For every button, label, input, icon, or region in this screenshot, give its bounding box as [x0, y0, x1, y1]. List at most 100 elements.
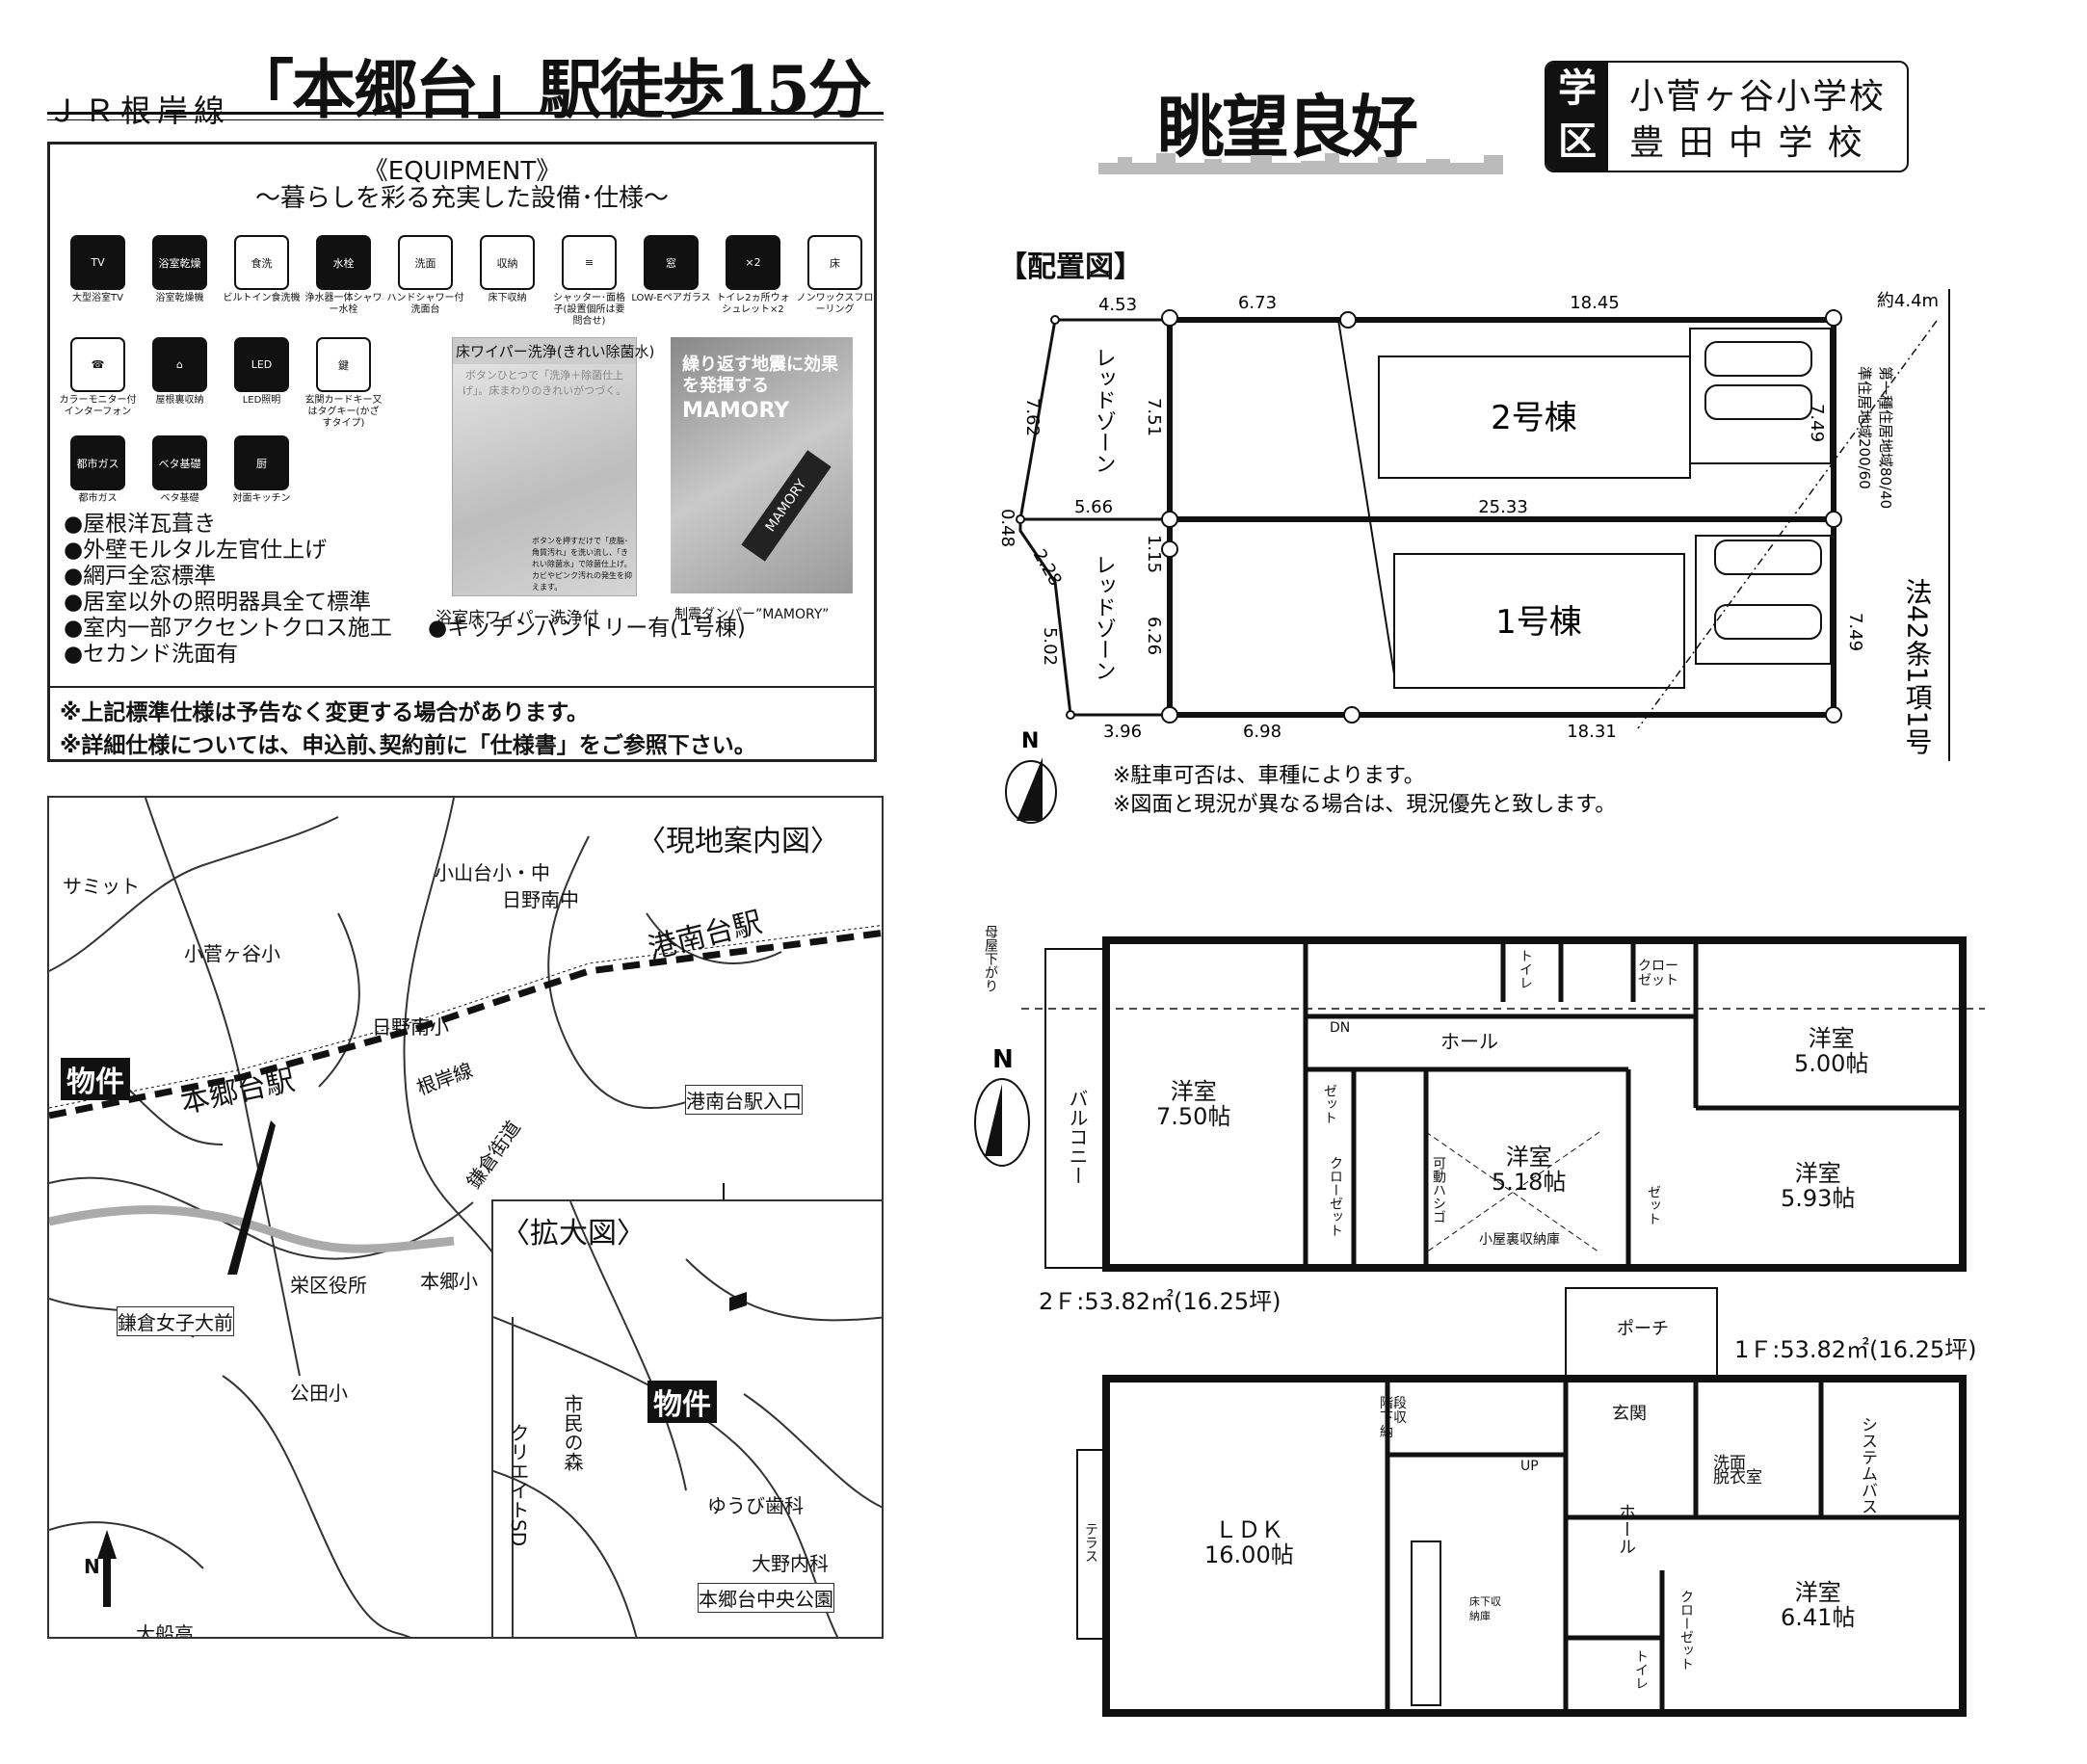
line-name: ＪＲ根岸線	[47, 92, 231, 129]
equipment-subtitle: ～暮らしを彩る充実した設備･仕様～	[254, 184, 669, 213]
dimension: 7.49	[1845, 613, 1865, 651]
equipment-label: 大型浴室TV	[72, 293, 123, 303]
room-label: 洋室 5.00帖	[1794, 1025, 1869, 1077]
dimension: 4.53	[1098, 295, 1137, 315]
zoning-label: 第一種住居地域80/40	[1877, 366, 1894, 509]
inset-roads	[493, 1201, 882, 1637]
floor-2-area: 2Ｆ:53.82㎡(16.25坪)	[1039, 1288, 1281, 1315]
dimension: 6.98	[1243, 722, 1281, 742]
road-width: 約4.4m	[1877, 291, 1939, 311]
skyline-graphic	[1098, 153, 1503, 174]
site-note: ※図面と現況が異なる場合は、現況優先と致します。	[1113, 793, 1616, 817]
room-label: 洗面 脱衣室	[1713, 1454, 1762, 1488]
equipment-label: ハンドシャワー付洗面台	[386, 293, 464, 315]
red-zone-label: レッドゾーン	[1092, 347, 1116, 474]
dimension: 2.28	[1029, 546, 1066, 590]
room-label: ポーチ	[1617, 1319, 1669, 1339]
floor-1-area: 1Ｆ:53.82㎡(16.25坪)	[1734, 1336, 1977, 1363]
equipment-icon: ☎	[70, 337, 125, 392]
dimension: 0.48	[997, 509, 1017, 547]
closet-label: クローゼット	[1678, 1590, 1694, 1671]
room-label: 可動ハシゴ	[1431, 1156, 1446, 1224]
map-label: 本郷台中央公園	[698, 1583, 834, 1613]
equipment-icon: LED	[234, 337, 289, 392]
equipment-label: LOW-Eペアガラス	[631, 293, 711, 303]
mamory-photo: 繰り返す地震に効果を発揮する MAMORY MAMORY	[671, 337, 853, 593]
closet-label: ゼット	[1646, 1185, 1661, 1225]
zoning-label: 準住居地域200/60	[1856, 366, 1873, 489]
equipment-icon: ×2	[726, 235, 780, 290]
room-label: クローゼット	[1638, 959, 1678, 988]
divider	[50, 686, 874, 688]
building-1-label: 1号棟	[1495, 603, 1582, 642]
elementary-school: 小菅ヶ谷小学校	[1629, 77, 1887, 117]
storage-label: 床下収納庫	[1469, 1595, 1501, 1622]
wiper-heading: 床ワイパー洗浄(きれい除菌水)	[453, 338, 654, 364]
equipment-label: 床下収納	[488, 293, 527, 303]
inset-map: 〈拡大図〉 物件 市民の森 クリエイトSD ゆうび歯科 大野内科 本郷台中央公園	[491, 1199, 882, 1637]
map-label: 港南台駅入口	[685, 1085, 803, 1115]
map-label: 市民の森	[561, 1394, 584, 1471]
equipment-label: 都市ガス	[78, 493, 118, 504]
dimension: 25.33	[1478, 497, 1528, 517]
north-arrow-icon	[974, 1078, 1030, 1167]
room-label: トイレ	[1518, 949, 1533, 989]
equipment-icon: 床	[807, 235, 862, 290]
note-label: 母屋下がり	[983, 925, 998, 992]
equipment-icon: 厨	[234, 435, 289, 490]
map-label: 大野内科	[752, 1552, 829, 1575]
room-label: 階段下収納	[1380, 1396, 1407, 1440]
dimension: 6.73	[1238, 293, 1277, 313]
equipment-label: シャッター･面格子(設置個所は要問合せ)	[553, 293, 625, 327]
spec-item: ●セカンド洗面有	[64, 642, 239, 667]
equipment-label: 浴室乾燥機	[155, 293, 204, 303]
map-label: 日野南小	[372, 1015, 449, 1039]
map-label: ゆうび歯科	[707, 1494, 804, 1517]
site-plan-title: 【配置図】	[998, 250, 1143, 284]
room-label: 洋室 5.18帖	[1492, 1144, 1567, 1196]
closet-label: クローゼット	[1328, 1156, 1343, 1237]
north-label: N	[992, 1045, 1014, 1074]
dimension: 5.66	[1074, 497, 1113, 517]
equipment-label: 屋根裏収納	[155, 395, 204, 406]
map-label: 公田小	[290, 1382, 348, 1405]
view-headline: 眺望良好	[1157, 87, 1418, 167]
disclaimer: ※詳細仕様については、申込前､契約前に「仕様書」をご参照下さい。	[60, 733, 756, 758]
header-rule-thin	[47, 119, 884, 120]
map-label: 小山台小・中	[435, 861, 550, 884]
room-label: 小屋裏収納庫	[1479, 1232, 1560, 1248]
map-roads	[49, 798, 882, 1637]
equipment-label: 浄水器一体シャワー水栓	[304, 293, 383, 315]
spec-item: ●外壁モルタル左官仕上げ	[64, 538, 328, 563]
dimension: 18.31	[1567, 722, 1617, 742]
spec-item: ●キッチンパントリー有(1号棟)	[428, 616, 746, 641]
room-label: 洋室 5.93帖	[1781, 1160, 1856, 1212]
room-label: バルコニー	[1066, 1089, 1089, 1185]
equipment-icon: 都市ガス	[70, 435, 125, 490]
room-label: トイレ	[1633, 1649, 1649, 1690]
station-access-headline: ＪＲ根岸線「本郷台」駅徒歩15分	[47, 39, 884, 129]
equipment-icon: 浴室乾燥	[152, 235, 207, 290]
header-rule	[47, 112, 884, 115]
map-label: 小菅ヶ谷小	[184, 942, 280, 965]
equipment-icon: TV	[70, 235, 125, 290]
map-label: クリエイトSD	[507, 1423, 530, 1547]
equipment-label: ノンワックスフローリング	[796, 293, 874, 315]
room-label: 玄関	[1612, 1404, 1647, 1424]
site-plan: 4.53 6.73 18.45 7.62 7.51 7.49 5.66 25.3…	[997, 289, 1950, 824]
floor-plans: N	[974, 936, 1985, 1717]
station-walk-time: 「本郷台」駅徒歩15分	[230, 52, 872, 127]
property-marker: 物件	[61, 1058, 130, 1100]
school-district-box: 学区 小菅ヶ谷小学校豊 田 中 学 校	[1545, 61, 1909, 172]
road-law-label: 法42条1項1号	[1902, 578, 1934, 755]
equipment-icon: 収納	[480, 235, 535, 290]
equipment-icon: 洗面	[398, 235, 453, 290]
map-label: 大船高	[136, 1622, 194, 1639]
equipment-icon: ≡	[562, 235, 617, 290]
floor-wiper-photo: 床ワイパー洗浄(きれい除菌水) ボタンひとつで「洗浄＋除菌仕上げ」。床まわりのき…	[452, 337, 654, 596]
map-label: サミット	[63, 875, 140, 898]
equipment-label: 玄関カードキー又はタグキー(かざすタイプ)	[304, 395, 383, 429]
equipment-icon: 食洗	[234, 235, 289, 290]
equipment-label: ベタ基礎	[160, 493, 199, 504]
